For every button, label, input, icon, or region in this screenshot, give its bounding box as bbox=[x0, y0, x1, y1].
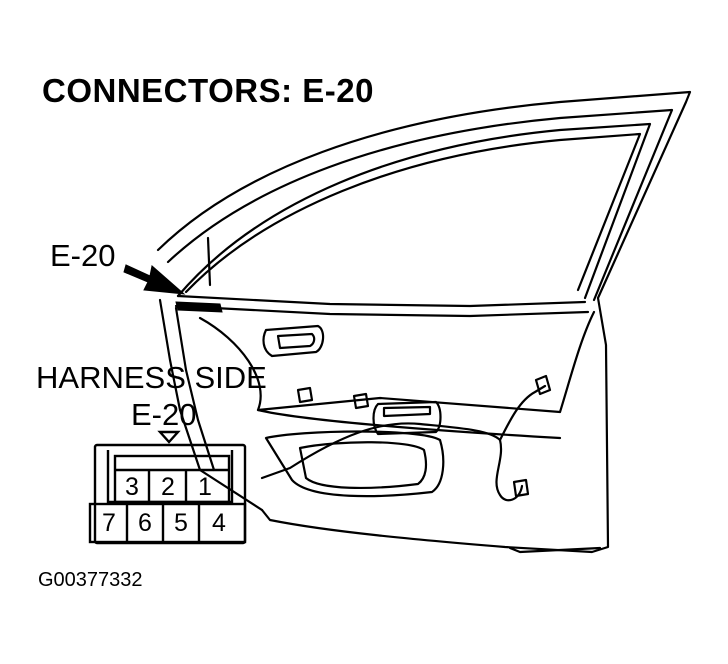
page-title: CONNECTORS: E-20 bbox=[42, 72, 374, 109]
clip-3 bbox=[352, 392, 370, 410]
lower-panel bbox=[264, 430, 445, 498]
switch-bezel bbox=[372, 400, 442, 436]
callout-arrow bbox=[123, 264, 186, 295]
armrest bbox=[256, 408, 562, 440]
belt-line bbox=[176, 294, 587, 308]
door-frame-outer bbox=[156, 90, 692, 554]
wire-harness-2 bbox=[498, 384, 547, 442]
mirror-post bbox=[206, 236, 212, 287]
pin-7: 7 bbox=[102, 509, 116, 537]
pin-5: 5 bbox=[174, 509, 188, 537]
harness-connector bbox=[88, 430, 247, 545]
trim-panel bbox=[198, 310, 596, 414]
harness-connector-label: E-20 bbox=[131, 397, 197, 432]
connector-key bbox=[157, 430, 181, 444]
window-outline bbox=[176, 122, 652, 300]
connector-location bbox=[175, 301, 223, 313]
handle bbox=[276, 332, 316, 350]
callout-label: E-20 bbox=[50, 238, 116, 273]
door-frame-inner bbox=[166, 108, 674, 302]
pin-3: 3 bbox=[125, 473, 139, 501]
harness-side-label: HARNESS SIDE bbox=[36, 360, 267, 395]
hinge-pillar bbox=[158, 298, 264, 512]
figure-id: G00377332 bbox=[38, 569, 143, 591]
switch bbox=[382, 405, 432, 418]
speaker bbox=[298, 441, 428, 489]
connector-bottom-frame bbox=[88, 502, 247, 544]
connector-top-frame bbox=[113, 454, 231, 504]
pin-4: 4 bbox=[212, 509, 226, 537]
door-bottom-edge bbox=[508, 546, 602, 554]
wire-harness bbox=[260, 422, 524, 502]
clip-2 bbox=[512, 478, 530, 498]
pin-2: 2 bbox=[161, 473, 175, 501]
clip-4 bbox=[296, 386, 314, 404]
handle-bezel bbox=[262, 324, 325, 358]
window-inner bbox=[184, 132, 642, 294]
clip-1 bbox=[534, 374, 552, 396]
belt-line-2 bbox=[174, 304, 590, 318]
pin-6: 6 bbox=[138, 509, 152, 537]
pin-1: 1 bbox=[198, 473, 212, 501]
